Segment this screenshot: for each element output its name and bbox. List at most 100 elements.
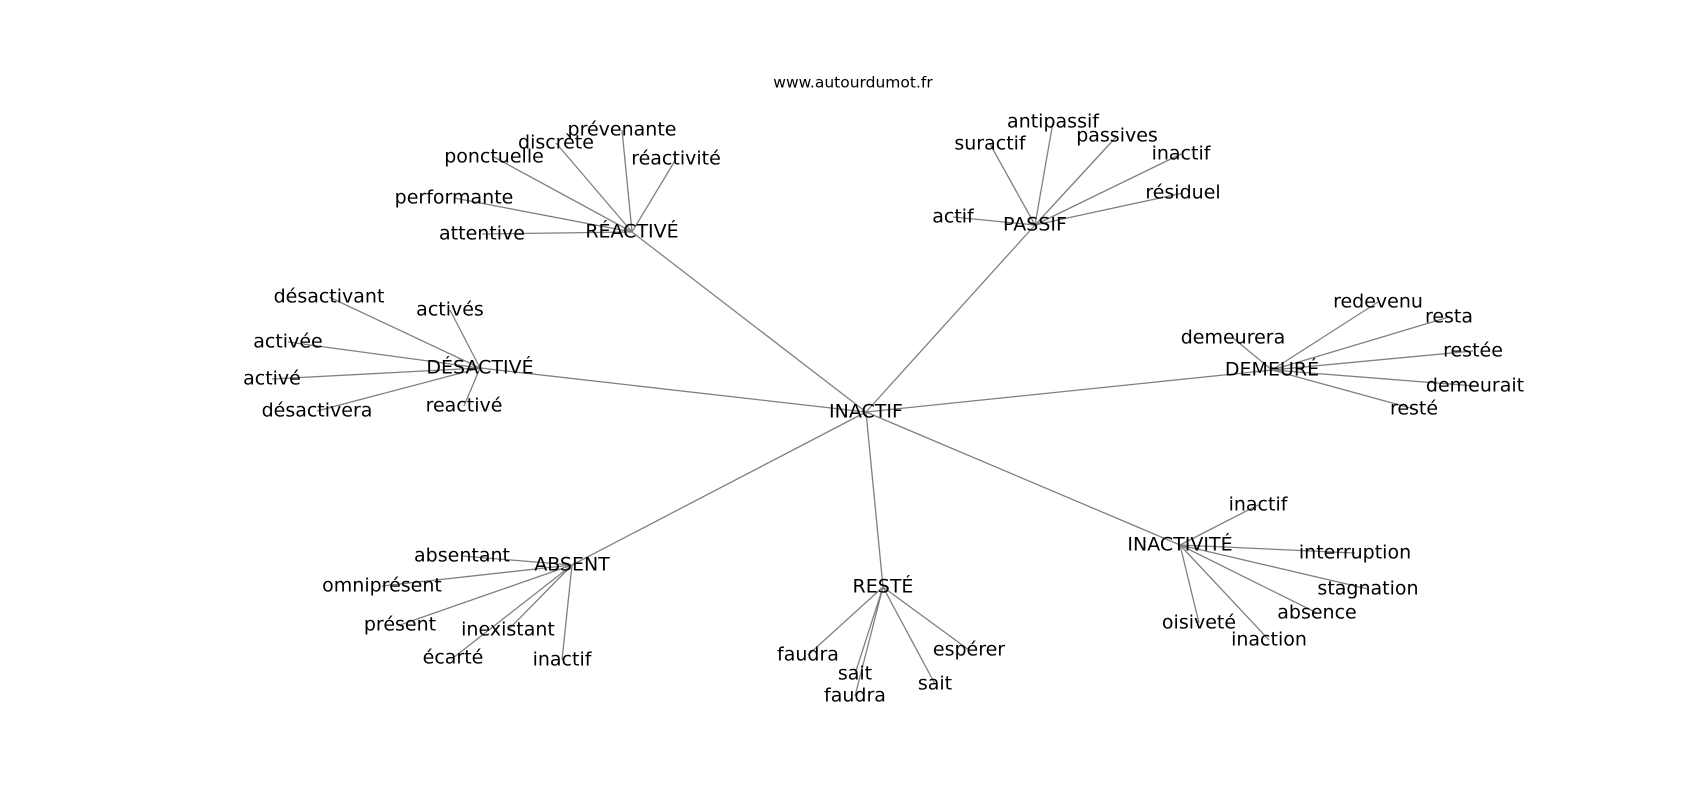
edge-reactive-discrete-1: [555, 142, 633, 233]
leaf-node-desactivant: désactivant: [274, 286, 385, 308]
leaf-node-performante: performante: [395, 187, 514, 209]
leaf-node-reactivite: réactivité: [631, 148, 721, 170]
leaf-node-desactivera: désactivera: [262, 400, 373, 422]
edge-inactivite-stagnation-2: [1179, 544, 1369, 590]
group-node-demeure: DEMEURÉ: [1225, 358, 1319, 381]
edge-reste-faudra-3: [854, 586, 884, 697]
edge-inactivite-oisivete-4: [1179, 544, 1200, 624]
edge-reactive-performante-4: [453, 197, 633, 233]
edge-absent-present-2: [399, 564, 573, 626]
edge-center-absent: [571, 411, 867, 566]
edge-reactive-attentive-5: [481, 231, 633, 235]
edge-desactive-desactivera-4: [316, 367, 481, 412]
edge-reste-sait-4: [882, 586, 936, 685]
leaf-node-demeurera: demeurera: [1181, 327, 1286, 349]
edge-desactive-reactive-5: [463, 367, 481, 407]
leaf-node-present: présent: [364, 614, 436, 636]
edge-center-demeure: [865, 369, 1273, 413]
leaf-node-resta: resta: [1425, 306, 1473, 328]
edge-center-reste: [865, 411, 884, 588]
site-label: www.autourdumot.fr: [773, 74, 933, 92]
leaf-node-ecarte: écarté: [423, 647, 484, 669]
edge-desactive-actives-1: [449, 309, 481, 369]
edge-passif-inactif-3: [1034, 153, 1182, 226]
leaf-node-inactif: inactif: [533, 649, 593, 671]
edge-absent-ecarte-4: [452, 564, 573, 659]
edge-demeure-restee-3: [1271, 350, 1474, 371]
leaf-node-actives: activés: [416, 299, 484, 321]
leaf-node-sait: sait: [838, 663, 872, 685]
leaf-node-redevenu: redevenu: [1333, 291, 1423, 313]
edge-passif-suractif-1: [989, 143, 1036, 226]
edge-passif-passives-2: [1034, 135, 1118, 226]
leaf-node-interruption: interruption: [1299, 542, 1411, 564]
edge-reactive-ponctuelle-2: [493, 156, 633, 233]
center-node-label: INACTIF: [829, 401, 903, 423]
graph-labels: INACTIF RÉACTIVÉ prévenantediscrèteponctue…: [243, 111, 1524, 707]
leaf-node-absentant: absentant: [414, 545, 510, 567]
edge-reactive-reactivite-3: [631, 158, 677, 233]
leaf-node-active: activé: [243, 368, 301, 390]
edge-center-reactive: [631, 231, 867, 413]
group-node-reste: RESTÉ: [853, 575, 914, 598]
leaf-node-reactive: reactivé: [426, 395, 503, 417]
edge-absent-absentant-0: [461, 555, 573, 566]
leaf-node-inactif: inactif: [1229, 494, 1289, 516]
leaf-node-activee: activée: [253, 331, 322, 353]
edge-inactivite-inaction-5: [1179, 544, 1270, 641]
leaf-node-prevenante: prévenante: [568, 119, 677, 141]
leaf-node-inactif: inactif: [1152, 143, 1212, 165]
edge-reste-esperer-1: [882, 586, 970, 651]
leaf-node-faudra: faudra: [777, 644, 839, 666]
edge-reactive-prevenante-0: [621, 129, 633, 233]
leaf-node-attentive: attentive: [439, 223, 525, 245]
edge-desactive-active-3: [271, 367, 481, 380]
leaf-node-absence: absence: [1277, 602, 1356, 624]
edge-demeure-reste-5: [1271, 369, 1415, 410]
leaf-node-discrete: discrète: [518, 132, 594, 154]
leaf-node-sait: sait: [918, 673, 952, 695]
group-node-absent: ABSENT: [534, 554, 610, 576]
edge-demeure-redevenu-0: [1271, 301, 1379, 371]
edge-inactivite-inactif-0: [1179, 504, 1259, 546]
edge-passif-residuel-4: [1034, 192, 1184, 226]
edge-absent-omnipresent-1: [381, 564, 573, 587]
edge-reste-faudra-0: [807, 586, 884, 656]
edge-inactivite-interruption-1: [1179, 544, 1356, 554]
group-node-desactive: DÉSACTIVÉ: [426, 356, 533, 379]
edge-reste-sait-2: [854, 586, 884, 675]
graph-edges: [271, 121, 1476, 697]
edge-center-inactivite: [865, 411, 1181, 546]
leaf-node-inexistant: inexistant: [461, 619, 555, 641]
leaf-node-stagnation: stagnation: [1317, 578, 1418, 600]
edge-desactive-desactivant-0: [328, 296, 481, 369]
edge-demeure-demeurera-2: [1232, 337, 1273, 371]
edge-absent-inexistant-3: [507, 564, 573, 631]
group-node-reactive: RÉACTIVÉ: [585, 220, 678, 243]
leaf-node-reste: resté: [1390, 398, 1438, 420]
edge-passif-actif-5: [952, 216, 1036, 226]
leaf-node-oisivete: oisiveté: [1162, 612, 1236, 634]
edge-demeure-resta-1: [1271, 316, 1450, 371]
edge-absent-inactif-5: [561, 564, 573, 661]
leaf-node-antipassif: antipassif: [1007, 111, 1100, 133]
group-node-passif: PASSIF: [1003, 214, 1067, 236]
edge-passif-antipassif-0: [1034, 121, 1054, 226]
leaf-node-restee: restée: [1443, 340, 1503, 362]
edge-desactive-activee-2: [287, 341, 481, 369]
leaf-node-suractif: suractif: [954, 133, 1027, 155]
leaf-node-ponctuelle: ponctuelle: [444, 146, 544, 168]
leaf-node-passives: passives: [1076, 125, 1158, 147]
edge-inactivite-absence-3: [1179, 544, 1318, 614]
leaf-node-esperer: espérer: [933, 639, 1005, 661]
edge-center-passif: [865, 224, 1036, 413]
edge-center-desactive: [479, 367, 867, 413]
group-node-inactivite: INACTIVITÉ: [1127, 533, 1232, 556]
leaf-node-demeurait: demeurait: [1426, 375, 1524, 397]
leaf-node-residuel: résiduel: [1145, 182, 1220, 204]
leaf-node-inaction: inaction: [1231, 629, 1307, 651]
leaf-node-faudra: faudra: [824, 685, 886, 707]
leaf-node-actif: actif: [932, 206, 975, 228]
edge-demeure-demeurait-4: [1271, 369, 1476, 387]
